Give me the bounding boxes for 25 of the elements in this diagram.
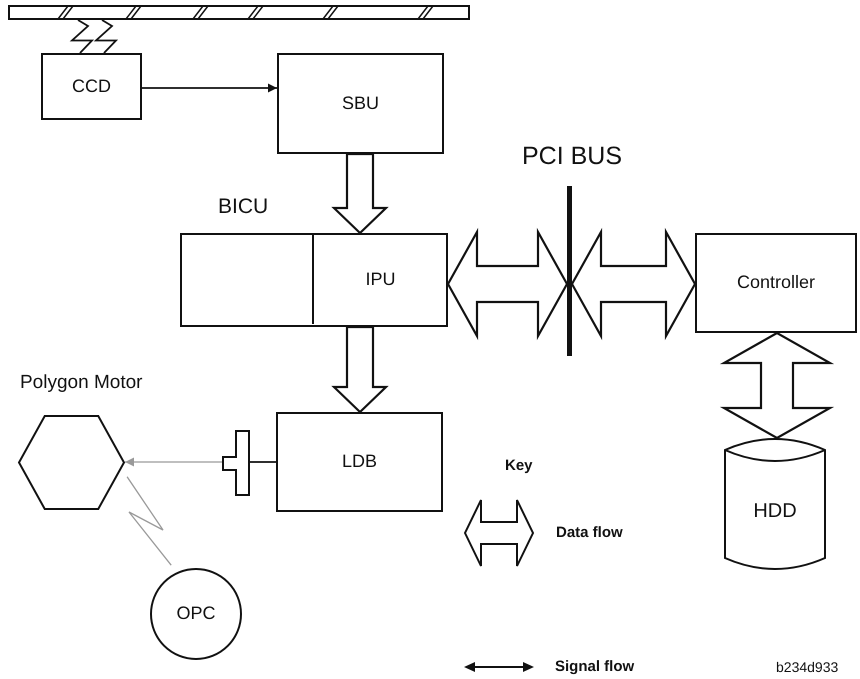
- data-flow-arrow: [720, 332, 834, 440]
- data-flow-arrow: [446, 228, 568, 340]
- box-label: LDB: [342, 452, 377, 472]
- data-flow-arrow: [331, 326, 389, 414]
- box-label: SBU: [342, 94, 379, 114]
- legend-title: Key: [505, 458, 533, 473]
- connector-line: [70, 19, 94, 54]
- connector-line: [250, 461, 276, 463]
- legend-label: Data flow: [556, 525, 623, 540]
- box-label: OPC: [176, 604, 216, 624]
- box-label: HDD: [753, 500, 797, 522]
- data-flow-arrow: [331, 152, 389, 235]
- box-label: IPU: [365, 270, 396, 290]
- block-title: PCI BUS: [522, 144, 622, 169]
- box-label: Controller: [736, 273, 816, 293]
- block-title: BICU: [218, 196, 268, 217]
- box-label: CCD: [72, 76, 111, 96]
- legend-label: Signal flow: [555, 659, 634, 674]
- connector-line: [94, 19, 118, 54]
- signal-arrow: [142, 84, 277, 92]
- block-title: Polygon Motor: [20, 373, 143, 392]
- data-flow-arrow: [570, 228, 696, 340]
- connector-line: [126, 476, 172, 566]
- signal-arrow: [125, 458, 222, 466]
- figure-code: b234d933: [776, 660, 838, 674]
